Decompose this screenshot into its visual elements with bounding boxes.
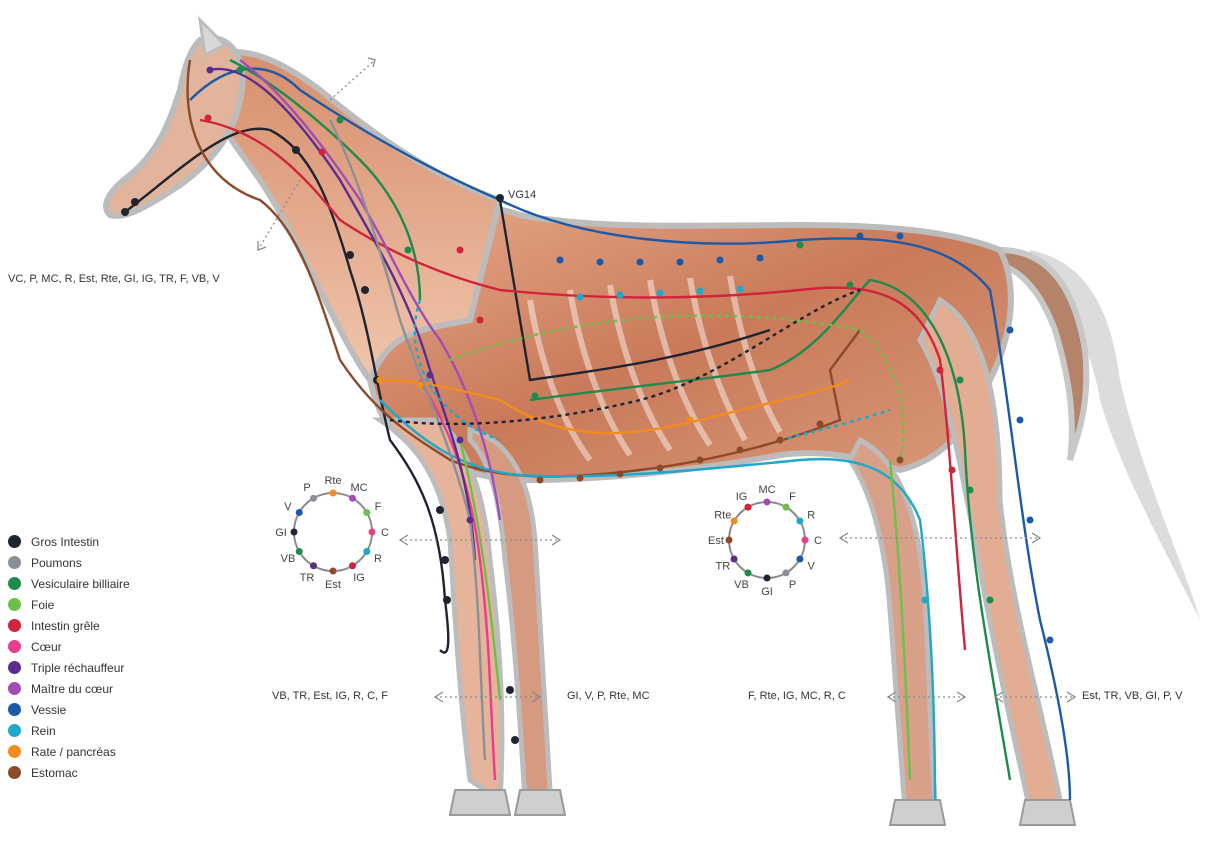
clock-label: R: [374, 553, 382, 565]
point-label-vg14: VG14: [508, 189, 536, 201]
clock-dot: [310, 495, 317, 502]
legend-color-dot: [8, 766, 21, 779]
horse-body: [106, 20, 1086, 825]
clock-dot: [291, 529, 298, 536]
legend-color-dot: [8, 682, 21, 695]
clock-label: V: [807, 561, 815, 573]
clock-label: P: [789, 579, 796, 591]
legend-label: Rate / pancréas: [31, 745, 116, 759]
legend-label: Vessie: [31, 703, 66, 717]
clock-dot: [310, 562, 317, 569]
label-head-meridians: VC, P, MC, R, Est, Rte, GI, IG, TR, F, V…: [8, 273, 220, 285]
clock-dot: [745, 569, 752, 576]
clock-label: GI: [275, 527, 287, 539]
clock-label: F: [789, 491, 796, 503]
clock-dot: [349, 495, 356, 502]
label-front-outer: GI, V, P, Rte, MC: [567, 690, 650, 702]
legend-color-dot: [8, 556, 21, 569]
clock-label: Rte: [324, 475, 341, 487]
clock-label: IG: [736, 491, 748, 503]
legend-color-dot: [8, 745, 21, 758]
clock-dot: [731, 556, 738, 563]
clock-dot: [764, 575, 771, 582]
clock-ring: [294, 493, 372, 571]
clock-dot: [802, 537, 809, 544]
clock-dot: [745, 504, 752, 511]
clock-dot: [330, 568, 337, 575]
legend-label: Intestin grêle: [31, 619, 100, 633]
legend-color-dot: [8, 598, 21, 611]
legend-label: Triple réchauffeur: [31, 661, 124, 675]
legend-label: Cœur: [31, 640, 62, 654]
clock-dot: [783, 504, 790, 511]
legend-item: Vesiculaire billiaire: [8, 573, 130, 594]
legend-item: Rate / pancréas: [8, 741, 130, 762]
legend-label: Poumons: [31, 556, 82, 570]
clock-ring: [729, 502, 805, 578]
legend-label: Maître du cœur: [31, 682, 113, 696]
clock-dot: [796, 556, 803, 563]
legend-label: Estomac: [31, 766, 78, 780]
legend-item: Triple réchauffeur: [8, 657, 130, 678]
clock-label: Est: [325, 579, 341, 591]
legend-label: Rein: [31, 724, 56, 738]
clock-dot: [296, 509, 303, 516]
legend-item: Estomac: [8, 762, 130, 783]
clock-label: Rte: [714, 510, 731, 522]
clock-dot: [764, 499, 771, 506]
clock-dot: [783, 569, 790, 576]
clock-label: R: [807, 510, 815, 522]
clock-label: Est: [708, 535, 724, 547]
clock-label: TR: [715, 561, 730, 573]
label-hind-outer: Est, TR, VB, GI, P, V: [1082, 690, 1182, 702]
clock-label: P: [303, 482, 310, 494]
legend-item: Intestin grêle: [8, 615, 130, 636]
clock-label: MC: [758, 484, 775, 496]
legend-item: Cœur: [8, 636, 130, 657]
label-hind-inner: F, Rte, IG, MC, R, C: [748, 690, 846, 702]
clock-label: C: [814, 535, 822, 547]
legend-color-dot: [8, 619, 21, 632]
clock-dot: [349, 562, 356, 569]
clock-label: IG: [353, 572, 365, 584]
legend-item: Rein: [8, 720, 130, 741]
legend-color-dot: [8, 577, 21, 590]
clock-dot: [296, 548, 303, 555]
legend-item: Gros Intestin: [8, 531, 130, 552]
clock-label: C: [381, 527, 389, 539]
hind-leg-clock: MC FR C VP GI VB TR Est Rte IG: [708, 484, 822, 598]
clock-dot: [796, 518, 803, 525]
clock-dot: [731, 518, 738, 525]
label-front-inner: VB, TR, Est, IG, R, C, F: [272, 690, 388, 702]
clock-dot: [363, 548, 370, 555]
legend-item: Foie: [8, 594, 130, 615]
legend-label: Foie: [31, 598, 54, 612]
clock-label: MC: [350, 482, 367, 494]
clock-label: VB: [281, 553, 296, 565]
clock-dot: [726, 537, 733, 544]
legend-color-dot: [8, 535, 21, 548]
legend-item: Vessie: [8, 699, 130, 720]
legend-color-dot: [8, 724, 21, 737]
clock-label: GI: [761, 586, 773, 598]
legend-color-dot: [8, 661, 21, 674]
clock-dot: [363, 509, 370, 516]
clock-label: VB: [734, 579, 749, 591]
legend-label: Gros Intestin: [31, 535, 99, 549]
clock-label: F: [375, 501, 382, 513]
clock-dot: [330, 490, 337, 497]
legend-label: Vesiculaire billiaire: [31, 577, 130, 591]
clock-label: V: [284, 501, 292, 513]
legend-item: Poumons: [8, 552, 130, 573]
legend-item: Maître du cœur: [8, 678, 130, 699]
legend-color-dot: [8, 640, 21, 653]
clock-dot: [369, 529, 376, 536]
legend-color-dot: [8, 703, 21, 716]
clock-label: TR: [300, 572, 315, 584]
